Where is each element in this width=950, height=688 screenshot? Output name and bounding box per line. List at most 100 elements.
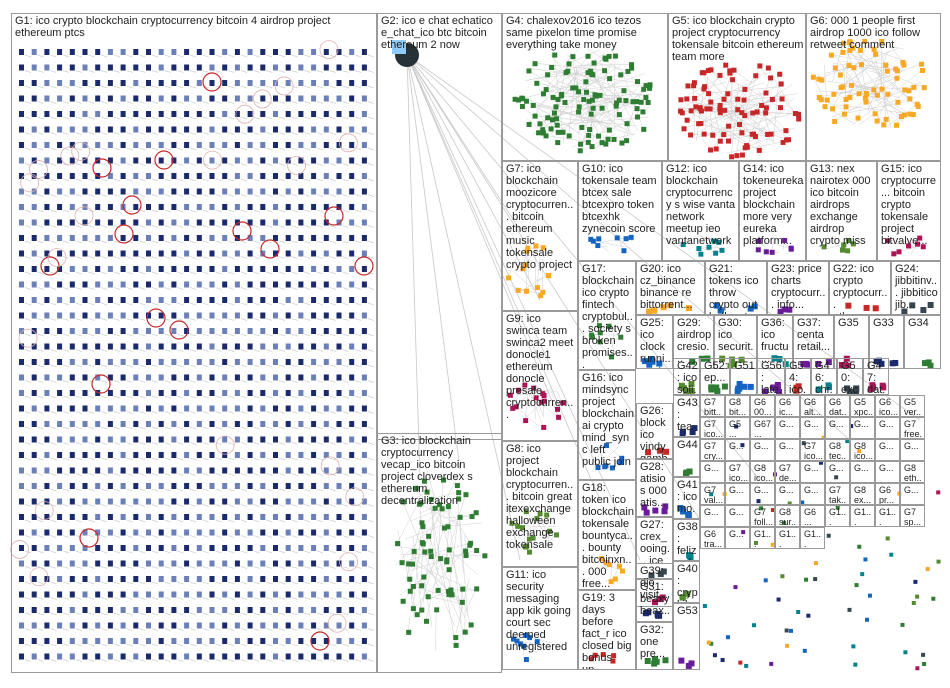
node-g4 xyxy=(573,85,579,91)
node-g37 xyxy=(815,360,822,367)
node-g1 xyxy=(146,359,151,365)
node-g1 xyxy=(171,49,177,55)
node-g1 xyxy=(247,80,253,86)
group-box-g21: G21: tokens ico throw crypto out bathwat… xyxy=(705,261,767,315)
edge-g1 xyxy=(215,271,222,275)
edge-g1 xyxy=(62,54,70,58)
node-g1 xyxy=(298,545,304,551)
edge-g1 xyxy=(62,302,70,306)
node-g1 xyxy=(171,80,177,86)
edge-g4 xyxy=(567,70,614,123)
node-g7 xyxy=(545,272,551,278)
edge-g4 xyxy=(582,99,593,144)
node-g1 xyxy=(234,297,240,303)
node-g6 xyxy=(862,38,868,44)
edge-g1 xyxy=(304,426,311,430)
node-g32 xyxy=(651,656,658,663)
node-g1 xyxy=(260,405,266,412)
node-g21 xyxy=(747,305,754,312)
group-label-g11: G11: ico security messaging app kik goin… xyxy=(506,569,571,653)
edge-g1 xyxy=(151,318,159,321)
node-g9 xyxy=(510,405,516,411)
node-g1 xyxy=(361,607,367,613)
node-g1 xyxy=(57,467,63,474)
node-g1 xyxy=(19,576,24,582)
node-g1 xyxy=(31,452,37,458)
node-g1 xyxy=(349,374,355,381)
node-g1 xyxy=(82,49,88,55)
group-label-g25: G25: ico clock runni... out... xyxy=(640,317,671,368)
node-g4 xyxy=(565,68,571,74)
edge-g1 xyxy=(177,628,184,631)
edge-g1 xyxy=(304,85,311,89)
node-g1 xyxy=(196,281,202,288)
node-g1 xyxy=(234,188,240,195)
node-g1 xyxy=(158,266,164,272)
node-g1 xyxy=(171,281,177,288)
edge-g1 xyxy=(329,364,336,368)
edge-g1 xyxy=(278,85,286,89)
edge-g1 xyxy=(367,333,375,337)
node-g1 xyxy=(120,219,126,226)
edge-g1 xyxy=(202,333,209,337)
node-g1 xyxy=(298,421,304,427)
edge-g1 xyxy=(240,488,248,492)
node-g1 xyxy=(146,95,151,102)
edge-g1 xyxy=(75,349,82,352)
edge-g1 xyxy=(355,147,362,151)
node-g1 xyxy=(260,281,266,288)
edge-g1 xyxy=(62,411,70,414)
node-g1 xyxy=(222,421,228,427)
node-g11 xyxy=(534,639,540,645)
node-g1 xyxy=(298,49,304,55)
edge-g1 xyxy=(329,287,336,290)
node-small xyxy=(922,661,927,666)
small-group-box: G5 ... xyxy=(725,417,750,439)
node-g5 xyxy=(735,107,741,113)
node-small xyxy=(818,460,823,465)
edge-g1 xyxy=(101,225,108,228)
node-g1 xyxy=(361,142,367,148)
node-g4 xyxy=(583,89,589,95)
small-group-label: G8 tec... xyxy=(829,441,847,461)
node-g42 xyxy=(688,387,695,394)
edge-g1 xyxy=(24,488,32,492)
node-g4 xyxy=(638,99,644,105)
edge-g1 xyxy=(62,101,70,104)
edge-g1 xyxy=(75,581,82,585)
node-g4 xyxy=(554,122,560,128)
edge-g1 xyxy=(126,85,133,89)
node-g3 xyxy=(453,642,459,648)
group-box-g51: G51 xyxy=(730,358,757,395)
edge-g1 xyxy=(291,318,298,321)
node-g18 xyxy=(612,576,618,582)
node-g1 xyxy=(19,126,24,133)
loop-node-faint xyxy=(47,248,67,267)
edge-g1 xyxy=(75,628,82,631)
edge-g1 xyxy=(266,581,273,585)
edge-g1 xyxy=(126,302,133,306)
node-small xyxy=(770,542,775,547)
node-g1 xyxy=(44,157,50,164)
group-box-g52: G52: ep... xyxy=(700,358,730,395)
edge-g1 xyxy=(88,628,95,631)
edge-g1 xyxy=(215,85,222,89)
node-g1 xyxy=(184,80,190,86)
node-g1 xyxy=(146,452,151,458)
group-box-g53: G53 xyxy=(673,603,700,670)
edge-g4 xyxy=(568,71,646,98)
node-g4 xyxy=(624,121,630,127)
node-g1 xyxy=(336,421,342,427)
edge-g1 xyxy=(62,535,70,538)
small-group-label: G8 ico... xyxy=(754,463,774,483)
edge-g1 xyxy=(266,147,273,151)
node-g1 xyxy=(57,157,63,164)
edge-g1 xyxy=(342,457,349,461)
edge-g1 xyxy=(139,54,146,58)
node-g1 xyxy=(120,374,126,381)
node-small xyxy=(785,643,790,648)
edge-g1 xyxy=(113,550,121,554)
group-label-g7: G7: ico blockchain moozicore cryptocurre… xyxy=(506,163,574,271)
node-g1 xyxy=(336,126,342,133)
node-g42 xyxy=(685,387,692,394)
